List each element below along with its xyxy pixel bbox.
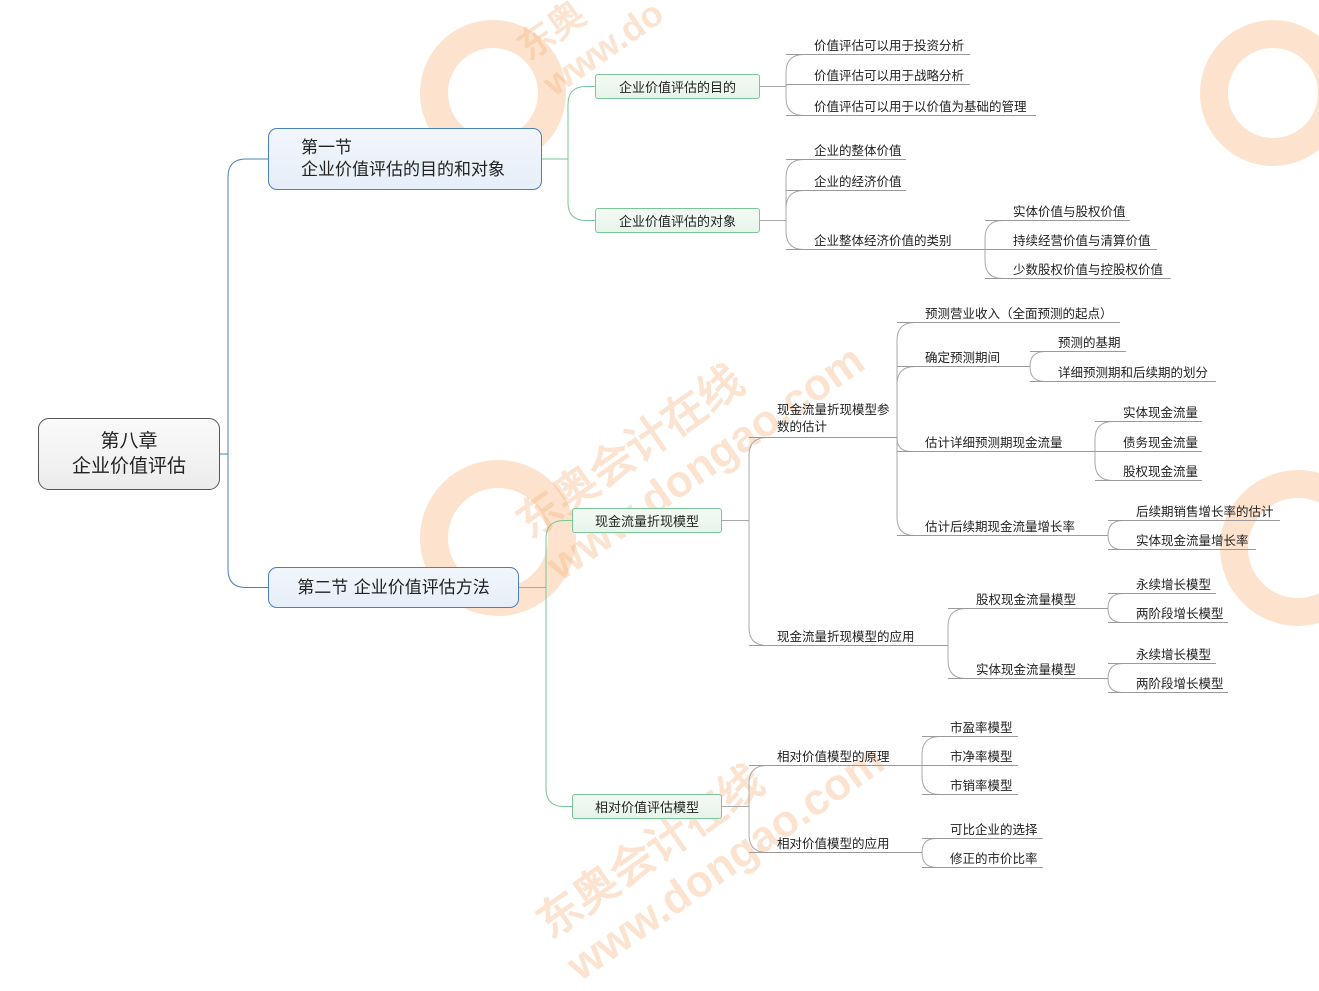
entity-model[interactable]: 实体现金流量模型 — [948, 661, 1108, 679]
relative-principle[interactable]: 相对价值模型的原理 — [749, 748, 922, 766]
relative-topic[interactable]: 相对价值评估模型 — [572, 794, 722, 819]
category-item[interactable]: 少数股权价值与控股权价值 — [985, 261, 1171, 279]
connector — [542, 86, 595, 160]
multiple-item[interactable]: 市盈率模型 — [922, 719, 1018, 737]
model-item[interactable]: 两阶段增长模型 — [1108, 675, 1228, 693]
period-item[interactable]: 详细预测期和后续期的划分 — [1030, 364, 1216, 382]
multiple-item[interactable]: 市销率模型 — [922, 777, 1018, 795]
connector — [519, 520, 572, 588]
period-item[interactable]: 预测的基期 — [1030, 334, 1126, 352]
model-item[interactable]: 两阶段增长模型 — [1108, 605, 1228, 623]
connector — [722, 520, 768, 646]
object-topic[interactable]: 企业价值评估的对象 — [595, 208, 760, 233]
connector — [220, 453, 268, 588]
root-topic[interactable]: 第八章企业价值评估 — [38, 418, 220, 490]
relative-application[interactable]: 相对价值模型的应用 — [749, 835, 922, 853]
dcf-application[interactable]: 现金流量折现模型的应用 — [749, 628, 948, 646]
connector — [722, 765, 768, 807]
cashflow-item[interactable]: 债务现金流量 — [1095, 434, 1202, 452]
cashflow-item[interactable]: 股权现金流量 — [1095, 463, 1202, 481]
param-item[interactable]: 确定预测期间 — [897, 349, 1030, 367]
root-title-line1: 第八章 — [100, 430, 158, 452]
purpose-item[interactable]: 价值评估可以用于战略分析 — [786, 67, 970, 85]
model-item[interactable]: 永续增长模型 — [1108, 646, 1216, 664]
param-item[interactable]: 估计详细预测期现金流量 — [897, 434, 1095, 452]
section1-title-line2: 企业价值评估的目的和对象 — [301, 160, 505, 180]
growth-item[interactable]: 后续期销售增长率的估计 — [1108, 503, 1280, 521]
category-item[interactable]: 持续经营价值与清算价值 — [985, 232, 1157, 250]
dcf-params[interactable]: 现金流量折现模型参数的估计 — [749, 401, 897, 438]
connector — [542, 158, 595, 221]
section2-topic[interactable]: 第二节 企业价值评估方法 — [268, 567, 519, 608]
cashflow-item[interactable]: 实体现金流量 — [1095, 404, 1202, 422]
object-item[interactable]: 企业的整体价值 — [786, 142, 906, 160]
param-item[interactable]: 估计后续期现金流量增长率 — [897, 518, 1108, 536]
connector — [760, 84, 789, 87]
application-item[interactable]: 修正的市价比率 — [922, 850, 1043, 868]
purpose-topic[interactable]: 企业价值评估的目的 — [595, 74, 760, 99]
dcf-topic[interactable]: 现金流量折现模型 — [572, 508, 722, 533]
connector — [220, 158, 268, 455]
root-title-line2: 企业价值评估 — [71, 455, 186, 477]
watermark-logo — [1200, 20, 1319, 166]
section2-title: 第二节 企业价值评估方法 — [297, 577, 490, 598]
connector — [947, 608, 967, 646]
connector — [760, 190, 805, 221]
equity-model[interactable]: 股权现金流量模型 — [948, 591, 1108, 609]
section1-topic[interactable]: 第一节 企业价值评估的目的和对象 — [268, 128, 542, 190]
connector — [896, 366, 916, 438]
connector — [519, 587, 572, 807]
object-item[interactable]: 企业的经济价值 — [786, 173, 906, 191]
model-item[interactable]: 永续增长模型 — [1108, 576, 1216, 594]
multiple-item[interactable]: 市净率模型 — [922, 748, 1018, 766]
growth-item[interactable]: 实体现金流量增长率 — [1108, 532, 1256, 550]
section1-title-line1: 第一节 — [301, 138, 352, 158]
connector — [896, 322, 916, 438]
purpose-item[interactable]: 价值评估可以用于投资分析 — [786, 37, 970, 55]
application-item[interactable]: 可比企业的选择 — [922, 821, 1043, 839]
param-item[interactable]: 预测营业收入（全面预测的起点） — [897, 305, 1120, 323]
purpose-item[interactable]: 价值评估可以用于以价值为基础的管理 — [786, 98, 1036, 116]
category-item[interactable]: 实体价值与股权价值 — [985, 203, 1130, 221]
object-item[interactable]: 企业整体经济价值的类别 — [786, 232, 985, 250]
connector — [722, 437, 768, 521]
